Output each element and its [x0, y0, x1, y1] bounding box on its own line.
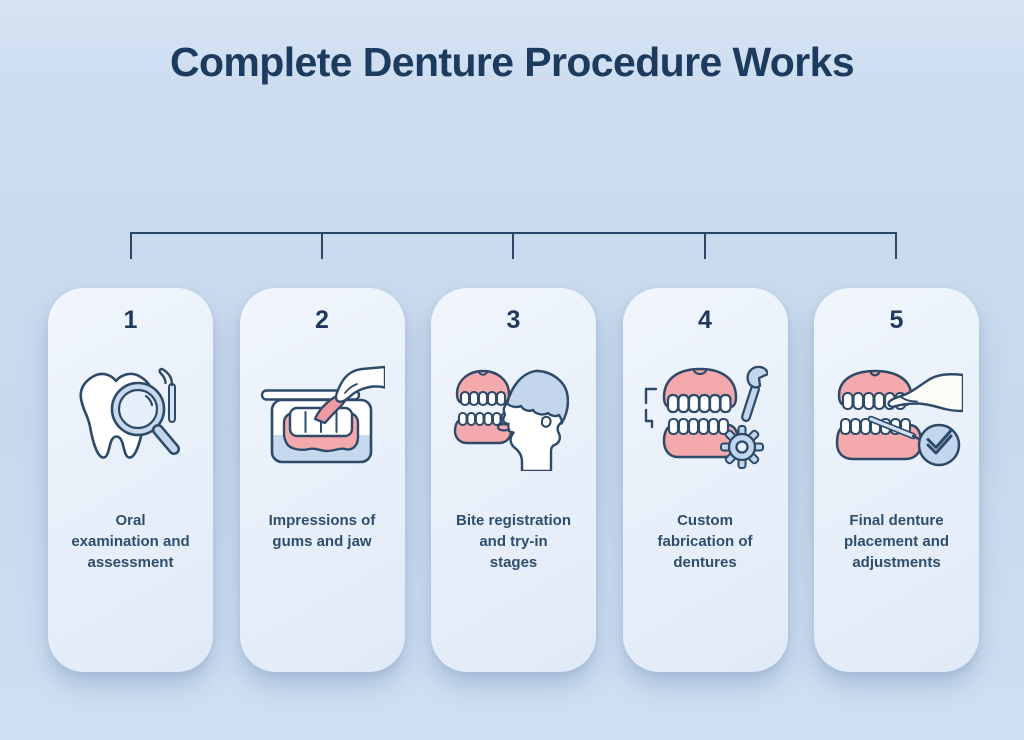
- connector-tick: [704, 232, 706, 259]
- step-label-line: Impressions of: [268, 512, 376, 529]
- step-label-line: stages: [489, 554, 538, 571]
- connector-tick: [130, 232, 132, 259]
- step-label-line: Bite registration: [455, 512, 572, 529]
- page-title: Complete Denture Procedure Works: [169, 39, 855, 85]
- steps-row: 1: [48, 288, 979, 672]
- bite-registration-head-icon: [431, 356, 596, 478]
- step-label: Bite registration and try-in stages: [437, 510, 590, 573]
- impression-tray-icon: [240, 356, 405, 478]
- step-card-5: 5: [814, 288, 979, 672]
- step-label: Final denture placement and adjustments: [820, 510, 973, 573]
- step-label-line: Oral: [115, 512, 146, 529]
- connector-tick: [895, 232, 897, 259]
- step-label-line: Custom: [677, 512, 733, 529]
- step-label-line: Final denture: [849, 512, 944, 529]
- step-label-line: assessment: [87, 554, 174, 571]
- step-label-line: fabrication of: [657, 533, 753, 550]
- tooth-magnifier-icon: [78, 367, 180, 459]
- connector-tick: [321, 232, 323, 259]
- step-label-line: dentures: [673, 554, 737, 571]
- step-label-line: adjustments: [852, 554, 941, 571]
- denture-placement-check-icon: [814, 356, 979, 478]
- step-label-line: placement and: [843, 533, 950, 550]
- step-number: 3: [506, 306, 521, 334]
- impression-tray-icon: [260, 365, 385, 464]
- step-label-line: examination and: [71, 533, 190, 550]
- step-number: 1: [123, 306, 138, 334]
- step-number: 5: [889, 306, 904, 334]
- step-card-4: 4: [622, 288, 788, 672]
- step-label-line: and try-in: [479, 533, 548, 550]
- step-label: Impressions of gums and jaw: [246, 510, 399, 552]
- denture-wrench-gear-icon: [623, 356, 788, 478]
- denture-wrench-gear-icon: [644, 365, 768, 469]
- step-card-2: 2: [239, 288, 405, 672]
- connector-tick: [512, 232, 514, 259]
- step-card-3: 3: [431, 288, 596, 672]
- step-number: 2: [315, 306, 329, 334]
- tooth-magnifier-icon: [48, 356, 213, 478]
- bite-registration-head-icon: [453, 369, 569, 471]
- step-card-1: 1: [48, 288, 213, 672]
- step-label: Oral examination and assessment: [54, 510, 207, 573]
- denture-placement-check-icon: [835, 369, 963, 467]
- step-label-line: gums and jaw: [272, 533, 372, 550]
- step-label: Custom fabrication of dentures: [629, 510, 782, 573]
- step-number: 4: [698, 306, 712, 334]
